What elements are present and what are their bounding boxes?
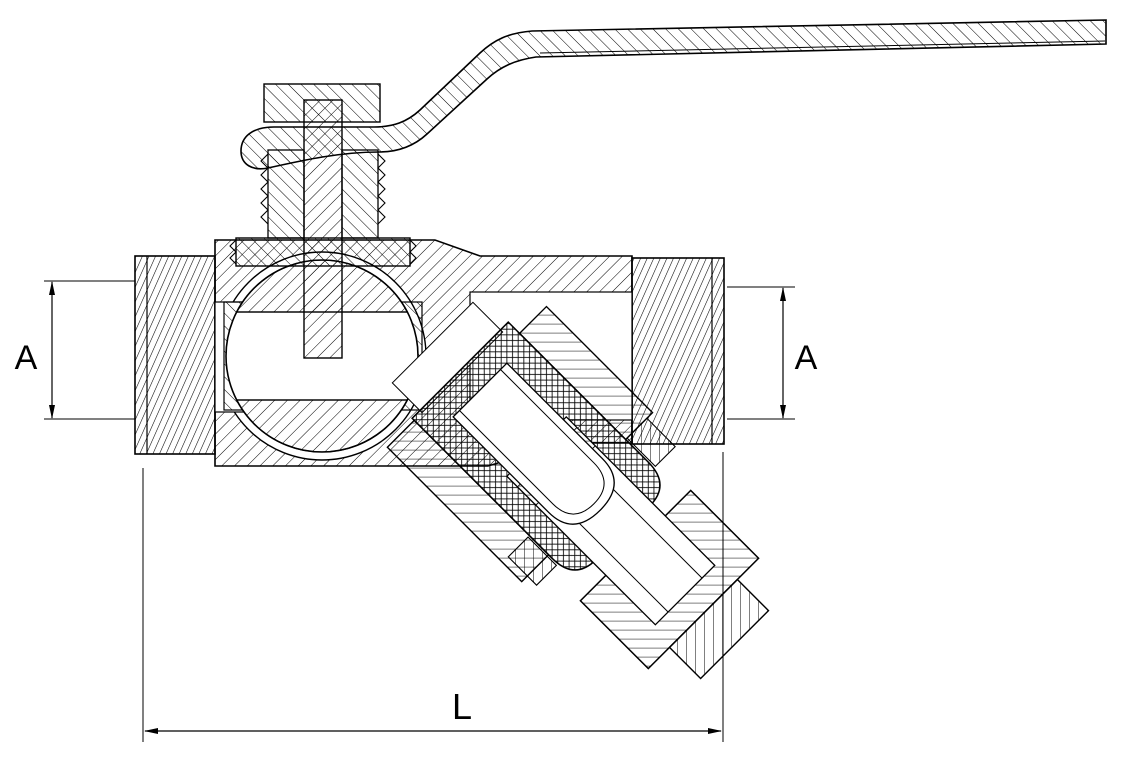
strainer-plug-tail	[668, 578, 770, 680]
branch-mouth-thread-lower	[507, 536, 558, 586]
bonnet-thread-right-zigzag	[409, 239, 417, 265]
strainer-u-channel-inner	[459, 369, 605, 515]
branch-mouth-thread-upper	[626, 417, 676, 468]
strainer-u-channel-outer	[452, 362, 615, 525]
stem-packing-nut	[263, 83, 381, 123]
dim-label-bottom: L	[452, 686, 472, 727]
bonnet-thread-left-zigzag	[229, 239, 237, 265]
ball-bottom-section	[235, 399, 409, 453]
bonnet-flange	[235, 237, 411, 267]
dimension-right: A	[727, 286, 818, 420]
gland-right-thread-zigzag	[377, 153, 386, 225]
dimension-bottom: L	[142, 452, 724, 742]
handle-fold-line	[539, 40, 1106, 54]
gland-right	[341, 149, 379, 239]
left-threaded-port	[134, 255, 216, 455]
y-strainer-branch	[386, 301, 770, 680]
dimension-left: A	[15, 280, 135, 420]
dim-label-right: A	[795, 339, 818, 377]
dim-label-left: A	[15, 339, 38, 377]
